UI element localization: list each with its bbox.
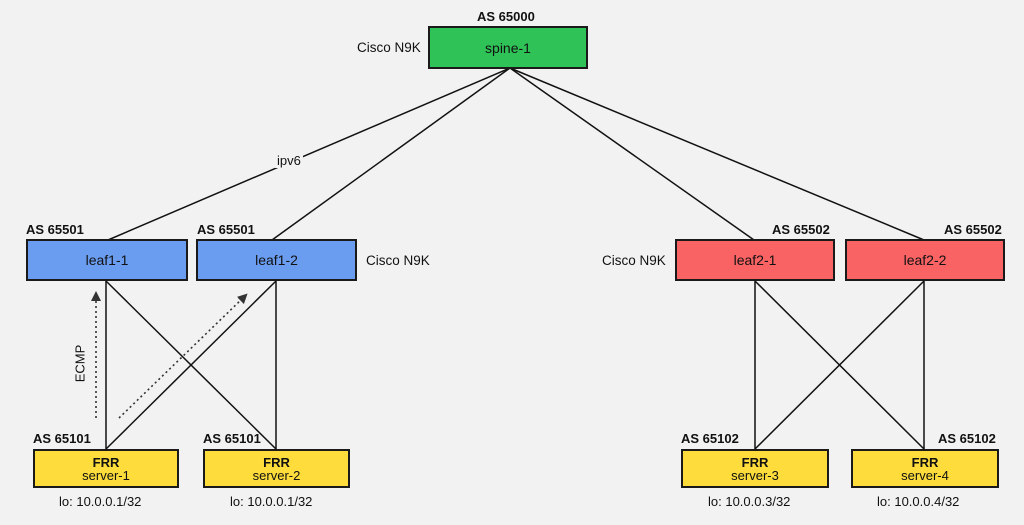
server-3-software: FRR (741, 454, 769, 470)
server-3-as-label: AS 65102 (681, 431, 739, 446)
ecmp-arrow-to-leaf1-2 (118, 293, 248, 419)
server-1-loopback: lo: 10.0.0.1/32 (59, 494, 142, 509)
link-label-ipv6: ipv6 (275, 153, 303, 168)
leaf2-2-as-label: AS 65502 (944, 222, 1002, 237)
link-leaf1-2-server-1 (105, 280, 277, 450)
server-2-label: server-2 (252, 467, 301, 483)
spine-1-node[interactable]: spine-1 (428, 26, 588, 69)
server-1-node[interactable]: FRR server-1 (33, 449, 179, 488)
leaf2-1-vendor-label: Cisco N9K (602, 253, 666, 268)
leaf1-2-node[interactable]: leaf1-2 (196, 239, 357, 281)
server-4-loopback: lo: 10.0.0.4/32 (877, 494, 960, 509)
server-2-as-label: AS 65101 (203, 431, 261, 446)
server-4-software: FRR (911, 454, 939, 470)
leaf1-2-label: leaf1-2 (255, 252, 298, 268)
server-3-label: server-3 (731, 467, 779, 483)
server-3-node[interactable]: FRR server-3 (681, 449, 829, 488)
leaf1-1-label: leaf1-1 (85, 252, 129, 268)
link-spine-leaf2-1 (509, 67, 755, 241)
server-2-node[interactable]: FRR server-2 (203, 449, 350, 488)
server-1-label: server-1 (82, 467, 130, 483)
link-spine-leaf1-2 (271, 67, 511, 241)
spine-1-label: spine-1 (485, 39, 531, 56)
leaf2-1-node[interactable]: leaf2-1 (675, 239, 835, 281)
leaf1-2-vendor-label: Cisco N9K (366, 253, 430, 268)
server-4-label: server-4 (901, 467, 949, 483)
link-spine-leaf1-1 (107, 67, 511, 241)
spine-vendor-label: Cisco N9K (357, 40, 421, 55)
link-spine-leaf2-2 (509, 67, 925, 241)
server-3-loopback: lo: 10.0.0.3/32 (708, 494, 791, 509)
server-1-software: FRR (92, 454, 120, 470)
leaf1-2-as-label: AS 65501 (197, 222, 255, 237)
server-4-node[interactable]: FRR server-4 (851, 449, 999, 488)
leaf2-2-node[interactable]: leaf2-2 (845, 239, 1005, 281)
leaf2-2-label: leaf2-2 (903, 252, 947, 268)
leaf1-1-as-label: AS 65501 (26, 222, 84, 237)
leaf2-1-as-label: AS 65502 (772, 222, 830, 237)
server-1-as-label: AS 65101 (33, 431, 91, 446)
ecmp-label: ECMP (72, 344, 88, 383)
link-leaf2-2-server-3 (754, 280, 925, 450)
server-2-loopback: lo: 10.0.0.1/32 (230, 494, 313, 509)
spine-as-label: AS 65000 (477, 9, 535, 24)
leaf2-1-label: leaf2-1 (733, 252, 777, 268)
server-4-as-label: AS 65102 (938, 431, 996, 446)
server-2-software: FRR (263, 454, 290, 470)
leaf1-1-node[interactable]: leaf1-1 (26, 239, 188, 281)
